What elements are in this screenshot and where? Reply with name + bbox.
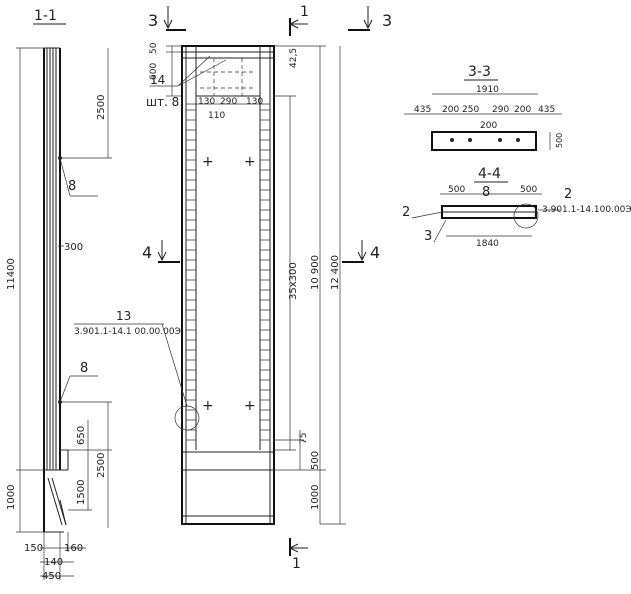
dim-650: 650 xyxy=(76,426,87,445)
section-4-4-title: 4-4 xyxy=(478,166,501,182)
callout-8-44: 8 xyxy=(482,185,490,200)
callout-8-bottom: 8 xyxy=(80,361,88,376)
bolt-mark-upper-left: + xyxy=(202,154,214,170)
callout-14-qty: шт. 8 xyxy=(146,95,179,109)
dim-12400: 12 400 xyxy=(330,255,341,290)
dim-75: 75 xyxy=(299,433,309,444)
bolt-mark-lower-left: + xyxy=(202,398,214,414)
dim-1910: 1910 xyxy=(476,85,499,95)
callout-8-top: 8 xyxy=(68,179,76,194)
dim-35x300: 35x300 xyxy=(288,262,299,300)
section-3-3-title: 3-3 xyxy=(468,64,491,80)
callout-13: 13 xyxy=(116,309,131,323)
column-elevation-view: 3 3 1 1 4 4 xyxy=(74,4,392,572)
dim-250: 250 xyxy=(462,105,479,115)
dim-2500-bottom: 2500 xyxy=(96,453,107,478)
dim-130-right: 130 xyxy=(246,97,263,107)
bolt-mark-lower-right: + xyxy=(244,398,256,414)
dim-300: 300 xyxy=(64,242,83,253)
dim-150: 150 xyxy=(24,543,43,554)
section-4-4-view: 4-4 500 500 8 2 2 3.901.1-14.100.00Э 3 1… xyxy=(402,166,631,249)
dim-435-left: 435 xyxy=(414,105,431,115)
dim-200-1: 200 xyxy=(442,105,459,115)
dim-1840: 1840 xyxy=(476,239,499,249)
callout-2-left: 2 xyxy=(402,205,410,220)
section-mark-1-bottom: 1 xyxy=(292,556,301,572)
dim-1000-right: 1000 xyxy=(310,485,321,510)
dim-200-2: 200 xyxy=(514,105,531,115)
section-mark-3-right: 3 xyxy=(382,11,392,30)
dim-140: 140 xyxy=(44,557,63,568)
callout-3: 3 xyxy=(424,229,432,244)
dim-600: 600 xyxy=(149,63,159,80)
dim-10900: 10 900 xyxy=(310,255,321,290)
callout-13-ref: 3.901.1-14.1 00.00.00Э xyxy=(74,327,181,337)
dim-2500-top: 2500 xyxy=(96,95,107,120)
dim-11400: 11400 xyxy=(6,258,17,290)
dim-110: 110 xyxy=(208,111,225,121)
dim-500-44-left: 500 xyxy=(448,185,465,195)
section-mark-1-top: 1 xyxy=(300,4,309,20)
dim-500: 500 xyxy=(310,451,321,470)
section-1-1-view: 1-1 11400 1000 2500 300 xyxy=(6,8,112,582)
dim-130-left: 130 xyxy=(198,97,215,107)
dim-42-5: 42,5 xyxy=(289,48,299,68)
dim-435-right: 435 xyxy=(538,105,555,115)
callout-14: 14 xyxy=(150,73,165,87)
dim-50: 50 xyxy=(149,42,159,54)
dim-200-mid: 200 xyxy=(480,121,497,131)
dim-160: 160 xyxy=(64,543,83,554)
section-mark-4-right: 4 xyxy=(370,243,380,262)
dim-290-top: 290 xyxy=(220,97,237,107)
dim-500-33: 500 xyxy=(555,133,564,148)
callout-2-right: 2 xyxy=(564,187,572,202)
dim-290-33: 290 xyxy=(492,105,509,115)
callout-2-ref: 3.901.1-14.100.00Э xyxy=(542,205,631,215)
section-mark-3-left: 3 xyxy=(148,11,158,30)
dim-1500: 1500 xyxy=(76,480,87,505)
bolt-mark-upper-right: + xyxy=(244,154,256,170)
dim-450: 450 xyxy=(42,571,61,582)
section-3-3-view: 3-3 1910 435 200 250 290 200 435 200 500 xyxy=(404,64,564,151)
dim-500-44-right: 500 xyxy=(520,185,537,195)
section-mark-4-left: 4 xyxy=(142,243,152,262)
dim-1000-left: 1000 xyxy=(6,485,17,510)
section-1-1-title: 1-1 xyxy=(34,8,57,24)
